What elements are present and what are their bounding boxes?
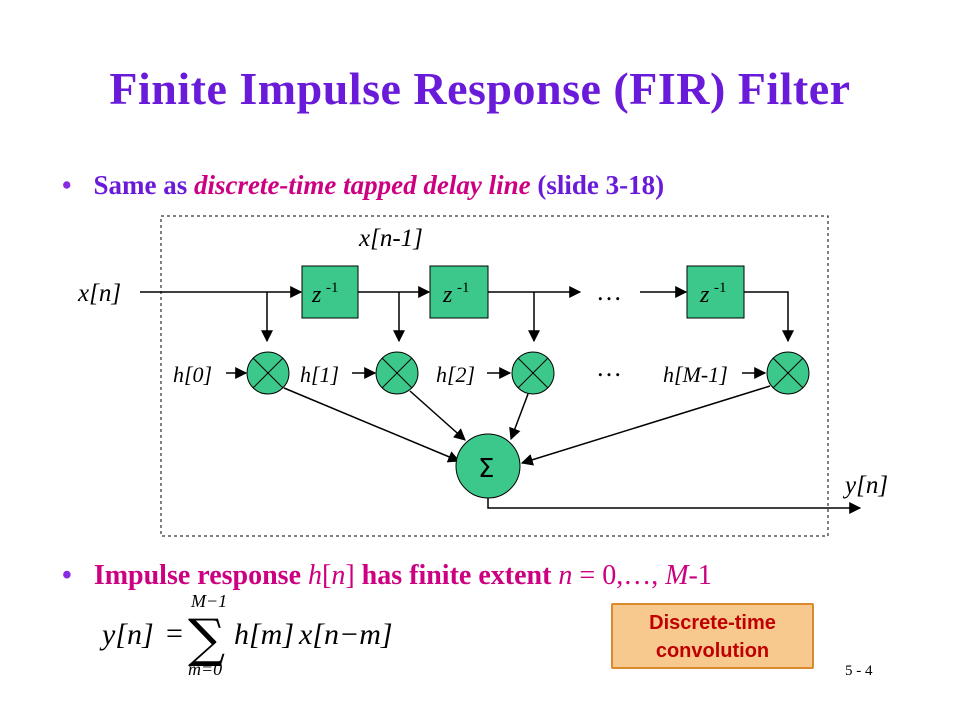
b2-h: h	[308, 560, 322, 591]
multiplier-1	[375, 351, 419, 395]
b2-text: Impulse response	[93, 560, 308, 591]
sigma-symbol: Σ	[478, 454, 494, 484]
b2-bracket: ]	[345, 560, 355, 591]
convolution-callout: Discrete-time convolution	[611, 603, 814, 669]
b2-text: has finite extent	[354, 560, 559, 591]
callout-line2: convolution	[655, 640, 770, 662]
summation-node: Σ	[455, 433, 521, 499]
delay-block-1: z -1	[301, 265, 359, 319]
bullet-impulse-response: •Impulse response h[n] has finite extent…	[62, 560, 712, 592]
b2-M: M	[665, 560, 689, 591]
coef-hM-1: h[M-1]	[663, 362, 728, 387]
ellipsis-multipliers: …	[596, 353, 622, 382]
delay-exponent: -1	[714, 280, 727, 296]
eq-lower-limit: m=0	[188, 659, 222, 679]
sum-to-output	[487, 498, 862, 514]
coef-h2: h[2]	[436, 362, 475, 387]
slide-number: 5 - 4	[845, 663, 873, 679]
output-label: y[n]	[842, 472, 888, 499]
bullet-dot: •	[62, 560, 72, 591]
eq-lhs: y[n]	[99, 618, 154, 651]
callout-line1: Discrete-time	[649, 612, 776, 634]
ellipsis-delay-chain: …	[596, 277, 622, 306]
delay-label: z	[311, 282, 322, 308]
delayed-input-label: x[n-1]	[358, 225, 423, 252]
multiplier-2	[511, 351, 555, 395]
convolution-equation: y[n] = ∑ M−1 m=0 h[m] x[n−m]	[99, 591, 393, 679]
delay-exponent: -1	[457, 280, 470, 296]
bullet-dot: •	[62, 170, 72, 200]
delay-block-3: z -1	[686, 265, 745, 319]
bullet1-suffix: (slide 3-18)	[530, 170, 665, 200]
bullet1-prefix: Same as	[93, 170, 194, 200]
b2-n: n	[558, 560, 573, 591]
eq-sigma: ∑	[188, 609, 225, 669]
eq-term-x: x[n−m]	[298, 618, 393, 651]
b2-range: = 0,…,	[572, 560, 666, 591]
tap-last	[744, 291, 794, 343]
multiplier-0	[246, 351, 290, 395]
eq-term-h: h[m]	[234, 618, 294, 651]
delay-exponent: -1	[326, 280, 339, 296]
diagram-frame	[160, 215, 829, 537]
bullet1-highlight: discrete-time tapped delay line	[193, 170, 531, 200]
eq-equals: =	[166, 617, 183, 650]
mult0-to-sum	[283, 387, 461, 463]
multiplier-3	[766, 351, 810, 395]
coef-h1: h[1]	[300, 362, 339, 387]
delay-block-2: z -1	[429, 265, 489, 319]
b2-n: n	[331, 560, 346, 591]
mult3-to-sum	[520, 385, 771, 466]
mult1-to-sum	[409, 390, 466, 441]
coef-h0: h[0]	[173, 362, 212, 387]
slide-title: Finite Impulse Response (FIR) Filter	[109, 63, 851, 114]
delay-label: z	[442, 282, 453, 308]
delay-label: z	[699, 282, 710, 308]
input-label: x[n]	[77, 280, 121, 307]
b2-bracket: [	[322, 560, 332, 591]
mult2-to-sum	[509, 393, 529, 441]
bullet-tapped-delay-line: • Same as discrete-time tapped delay line…	[62, 170, 664, 201]
b2-minus-one: -1	[688, 560, 712, 591]
eq-upper-limit: M−1	[190, 591, 227, 611]
